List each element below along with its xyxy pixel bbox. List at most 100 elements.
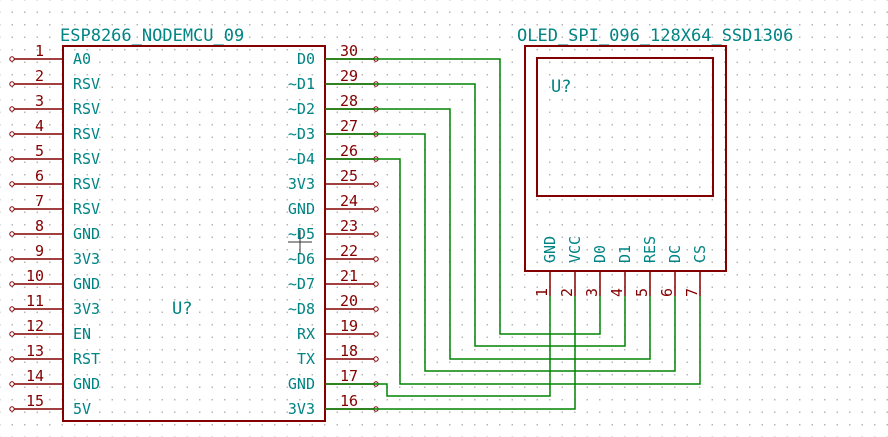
pin-connection-point[interactable] — [373, 256, 379, 262]
pin-connection-point[interactable] — [9, 56, 15, 62]
pin-connection-point[interactable] — [373, 206, 379, 212]
pin-name: GND — [73, 275, 100, 293]
wire-d1-to-oled-d1[interactable] — [325, 83, 626, 347]
pin-connection-point[interactable] — [373, 181, 379, 187]
pin-name: D0 — [297, 50, 315, 68]
wire-3v3-to-oled-vcc[interactable] — [325, 296, 576, 410]
nodemcu-pin-22[interactable]: 22 ~D6 — [288, 242, 379, 268]
nodemcu-body[interactable] — [62, 45, 326, 422]
pin-connection-point[interactable] — [9, 406, 15, 412]
nodemcu-pin-28[interactable]: 28~D2 — [288, 92, 379, 118]
pin-name: RSV — [73, 125, 100, 143]
pin-name: EN — [73, 325, 91, 343]
pin-number: 21 — [340, 267, 358, 285]
pin-connection-point[interactable] — [9, 131, 15, 137]
nodemcu-title: ESP8266_NODEMCU_09 — [60, 26, 244, 46]
oled-pin-7[interactable]: 7CS — [683, 245, 709, 297]
pin-connection-point[interactable] — [9, 306, 15, 312]
pin-name: RX — [297, 325, 315, 343]
pin-connection-point[interactable] — [373, 331, 379, 337]
pin-number: 17 — [340, 367, 358, 385]
wire-d2-to-oled-res[interactable] — [325, 108, 651, 360]
wire-gnd-to-oled-gnd[interactable] — [325, 296, 551, 397]
pin-connection-point[interactable] — [9, 181, 15, 187]
pin-name: ~D6 — [288, 250, 315, 268]
pin-name: ~D7 — [288, 275, 315, 293]
nodemcu-pin-27[interactable]: 27~D3 — [288, 117, 379, 143]
pin-number: 29 — [340, 67, 358, 85]
pin-connection-point[interactable] — [9, 356, 15, 362]
pin-name: RSV — [73, 100, 100, 118]
pin-connection-point[interactable] — [9, 281, 15, 287]
wire-d0-to-oled-d0[interactable] — [325, 58, 601, 335]
pin-number: 10 — [26, 267, 44, 285]
pin-connection-point[interactable] — [9, 231, 15, 237]
pin-connection-point[interactable] — [373, 306, 379, 312]
nodemcu-pin-26[interactable]: 26~D4 — [288, 142, 379, 168]
pin-connection-point[interactable] — [373, 356, 379, 362]
pin-connection-point[interactable] — [373, 231, 379, 237]
wire-d4-to-oled-cs[interactable] — [325, 158, 701, 385]
nodemcu-pin-23[interactable]: 23~D5 — [288, 217, 379, 243]
pin-connection-point[interactable] — [9, 81, 15, 87]
pin-name: ~D5 — [288, 225, 315, 243]
oled-component[interactable]: OLED_SPI_096_128X64_SSD1306 U? 1GND2VCC3… — [517, 26, 793, 297]
pin-name: GND — [541, 236, 559, 263]
pin-number: 2 — [558, 288, 576, 297]
wires — [325, 58, 701, 410]
nodemcu-pin-29[interactable]: 29~D1 — [288, 67, 379, 93]
oled-pin-3[interactable]: 3 D0 — [583, 245, 609, 297]
pin-name: D0 — [591, 245, 609, 263]
pin-number: 3 — [583, 288, 601, 297]
pin-connection-point[interactable] — [9, 106, 15, 112]
pin-number: 22 — [340, 242, 358, 260]
pin-name: CS — [691, 245, 709, 263]
oled-pin-4[interactable]: 4D1 — [608, 245, 634, 297]
pin-connection-point[interactable] — [373, 281, 379, 287]
pin-connection-point[interactable] — [9, 331, 15, 337]
pin-connection-point[interactable] — [9, 156, 15, 162]
pin-name: DC — [666, 245, 684, 263]
pin-number: 6 — [35, 167, 44, 185]
nodemcu-pin-20[interactable]: 20~D8 — [288, 292, 379, 318]
nodemcu-pin-10[interactable]: 10 GND — [9, 267, 100, 293]
pin-connection-point[interactable] — [9, 206, 15, 212]
pin-number: 4 — [608, 288, 626, 297]
pin-connection-point[interactable] — [9, 381, 15, 387]
pin-name: RSV — [73, 200, 100, 218]
oled-pin-6[interactable]: 6DC — [658, 245, 684, 297]
pin-connection-point[interactable] — [9, 256, 15, 262]
wire-d3-to-oled-dc[interactable] — [325, 133, 676, 372]
pin-name: GND — [288, 200, 315, 218]
pin-name: GND — [73, 375, 100, 393]
oled-ref: U? — [551, 77, 571, 97]
nodemcu-pin-21[interactable]: 21 ~D7 — [288, 267, 379, 293]
